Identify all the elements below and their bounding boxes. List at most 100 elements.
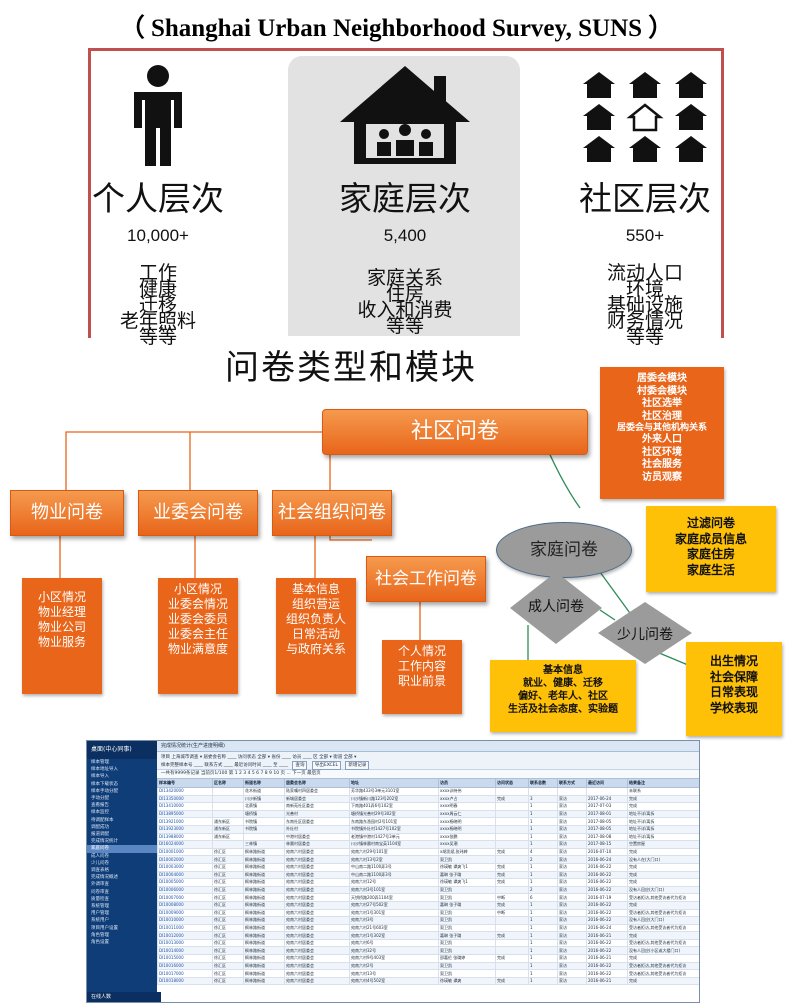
query-button[interactable]: 查询 — [292, 761, 308, 770]
sidebar-nav-item[interactable]: 调查表格 — [91, 868, 109, 874]
sidebar-nav-item[interactable]: 样本导入 — [91, 774, 109, 780]
sidebar-nav-item[interactable]: 完成情况概述 — [91, 875, 118, 881]
sidebar-nav-item[interactable]: 查看报告 — [91, 803, 109, 809]
sidebar-nav-item[interactable]: 问卷审查 — [91, 889, 109, 895]
sample-id-link[interactable]: DI13895000 — [157, 809, 213, 819]
sample-id-link[interactable]: DI10001000 — [157, 847, 213, 857]
export-excel-button[interactable]: 导出EXCEL — [311, 761, 341, 770]
owners-committee-questionnaire-box: 业委会问卷 — [138, 490, 258, 536]
sample-id-link[interactable]: DI10018000 — [157, 976, 213, 986]
sample-id-link[interactable]: DI10016000 — [157, 961, 213, 971]
sidebar-nav-item[interactable]: 成人问卷 — [91, 853, 109, 859]
sample-id-link[interactable]: DI13988000 — [157, 832, 213, 842]
pagination-status[interactable]: 一共有9999条记录 当前页1/100 第 1 2 3 4 5 6 7 8 9 … — [157, 770, 699, 778]
sample-id-link[interactable]: DI13410000 — [157, 802, 213, 811]
sidebar-nav-item[interactable]: 家庭问卷 — [87, 845, 157, 853]
sidebar-nav-item[interactable]: 项目用户设置 — [91, 925, 118, 931]
tab-progress-stats[interactable]: 完成情况统计(生产进度明细) — [157, 741, 699, 752]
table-cell: 1 — [528, 878, 558, 887]
column-header[interactable]: 街道名称 — [243, 778, 285, 788]
sample-id-link[interactable]: DI10005000 — [157, 878, 213, 887]
sample-id-link[interactable]: DI10006000 — [157, 885, 213, 895]
sidebar-nav-item[interactable]: 调配成功 — [91, 824, 109, 830]
sample-id-link[interactable]: DI10004000 — [157, 870, 213, 880]
table-cell: 陆家嘴村四居委会 — [284, 787, 350, 796]
sample-id-link[interactable]: DI13420000 — [157, 787, 213, 796]
sidebar-nav-item[interactable]: 外调审查 — [91, 882, 109, 888]
sidebar-nav-item[interactable]: 角色管理 — [91, 932, 109, 938]
sidebar-nav-item[interactable]: 报道调配 — [91, 832, 109, 838]
sidebar-nav-item[interactable]: 质量检查 — [91, 896, 109, 902]
sample-id-link[interactable]: DI13923000 — [157, 824, 213, 834]
sidebar-nav-item[interactable]: 完成情况统计 — [91, 839, 118, 845]
column-header[interactable]: 结果备注 — [627, 778, 699, 788]
sidebar-nav-item[interactable]: 样本管理 — [91, 760, 109, 765]
sidebar-nav-item[interactable]: 样本监控 — [91, 810, 109, 816]
sample-id-link[interactable]: DI10014000 — [157, 946, 213, 956]
sample-id-link[interactable]: DI16024000 — [157, 840, 213, 849]
column-header[interactable]: 地址 — [349, 778, 439, 788]
sidebar-nav-item[interactable]: 系统管理 — [91, 904, 109, 910]
column-header[interactable]: 访问状态 — [495, 778, 529, 788]
table-cell: xxxx明春 — [438, 802, 496, 811]
sidebar-nav-item[interactable]: 手动分配 — [91, 796, 109, 802]
sidebar-nav-item[interactable]: 用户管理 — [91, 911, 109, 917]
sample-id-link[interactable]: DI10017000 — [157, 969, 213, 978]
sample-id-link[interactable]: DI13921000 — [157, 817, 213, 826]
sidebar-nav-item[interactable]: 系统用户 — [91, 918, 109, 924]
sidebar-nav-item[interactable]: 待调配样本 — [91, 817, 114, 823]
sample-id-link[interactable]: DI10003000 — [157, 862, 213, 872]
sample-id-link[interactable]: DI10015000 — [157, 954, 213, 963]
column-header[interactable]: 联系总数 — [528, 778, 558, 788]
sample-id-link[interactable]: DI10007000 — [157, 893, 213, 902]
sample-id-link[interactable]: DI10012000 — [157, 931, 213, 940]
table-cell: 宛南六村居委会 — [284, 900, 350, 910]
column-header[interactable]: 区名称 — [212, 778, 244, 788]
sample-id-link[interactable]: DI13350000 — [157, 794, 213, 804]
add-record-button[interactable]: 新增记录 — [345, 761, 370, 770]
sample-id-link[interactable]: DI10008000 — [157, 900, 213, 910]
sidebar-nav-item[interactable]: 样本地址导入 — [91, 767, 118, 773]
sample-id-link[interactable]: DI10013000 — [157, 938, 213, 948]
sidebar-nav-item[interactable]: 样本手动分配 — [91, 788, 118, 794]
sample-id-link[interactable]: DI10011000 — [157, 923, 213, 933]
column-header[interactable]: 访员 — [438, 778, 496, 788]
table-cell: 契卫凯 — [438, 885, 496, 895]
sidebar-nav-item[interactable]: 样本下载状态 — [91, 781, 118, 787]
column-header[interactable]: 联系方式 — [557, 778, 587, 788]
sample-id-link[interactable]: DI10002000 — [157, 855, 213, 864]
sidebar-nav-item[interactable]: 少儿问卷 — [91, 860, 109, 866]
column-header[interactable]: 样本编号 — [157, 778, 213, 788]
sample-id-link[interactable]: DI10010000 — [157, 916, 213, 925]
sidebar-nav-item[interactable]: 角色设置 — [91, 940, 109, 946]
column-header[interactable]: 最近访问 — [586, 778, 628, 788]
column-header[interactable]: 居委会名称 — [284, 778, 350, 788]
sample-id-link[interactable]: DI10009000 — [157, 908, 213, 918]
